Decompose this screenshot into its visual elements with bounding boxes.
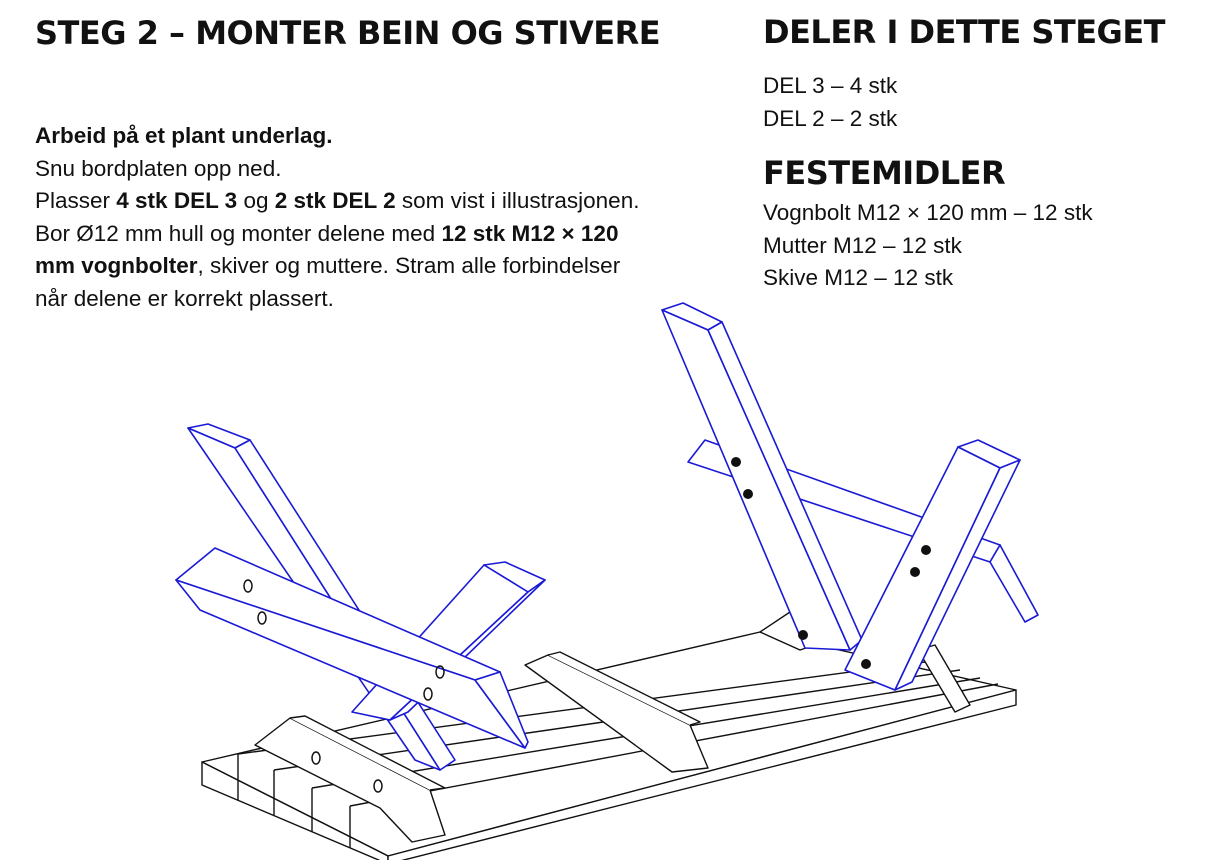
fasteners-title: FESTEMIDLER (763, 154, 1006, 192)
fasteners-list: Vognbolt M12 × 120 mm – 12 stk Mutter M1… (763, 197, 1218, 295)
bolt-holes (243, 457, 931, 793)
assembly-illustration (170, 295, 1050, 860)
fastener-item: Mutter M12 – 12 stk (763, 232, 962, 258)
parts-list: DEL 3 – 4 stk DEL 2 – 2 stk (763, 70, 1218, 135)
instruction-placement: Plasser 4 stk DEL 3 og 2 stk DEL 2 som v… (35, 188, 640, 311)
fastener-item: Vognbolt M12 × 120 mm – 12 stk (763, 200, 1093, 225)
part-item: DEL 3 – 4 stk (763, 73, 898, 98)
instruction-flat-surface: Arbeid på et plant underlag. (35, 123, 333, 148)
part-item: DEL 2 – 2 stk (763, 105, 898, 131)
instructions: Arbeid på et plant underlag. Snu bordpla… (35, 120, 655, 315)
sidebar: DELER I DETTE STEGET DEL 3 – 4 stk DEL 2… (763, 8, 1218, 295)
parts-title: DELER I DETTE STEGET (763, 13, 1166, 51)
fastener-item: Skive M12 – 12 stk (763, 265, 954, 290)
step-title: STEG 2 – MONTER BEIN OG STIVERE (35, 14, 661, 52)
instruction-flip-tabletop: Snu bordplaten opp ned. (35, 155, 282, 181)
assembly-drawing (175, 302, 1039, 860)
legs-and-braces (175, 302, 1039, 771)
tabletop-drawing (201, 611, 1017, 860)
